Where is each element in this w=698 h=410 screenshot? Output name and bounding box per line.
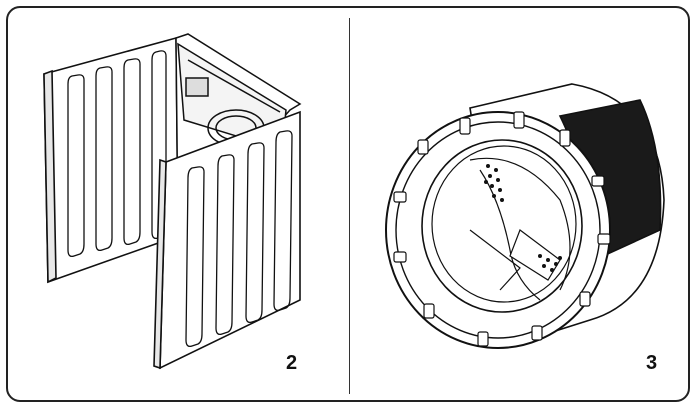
drum-interior xyxy=(469,157,571,301)
figure-number-3: 3 xyxy=(646,352,658,374)
drum-front-ring xyxy=(385,111,611,349)
drum-perforations xyxy=(484,164,562,272)
panel-divider xyxy=(349,18,350,394)
right-side-panel xyxy=(153,110,301,370)
ring-tabs xyxy=(393,111,611,347)
figure-number-2: 2 xyxy=(286,352,298,374)
